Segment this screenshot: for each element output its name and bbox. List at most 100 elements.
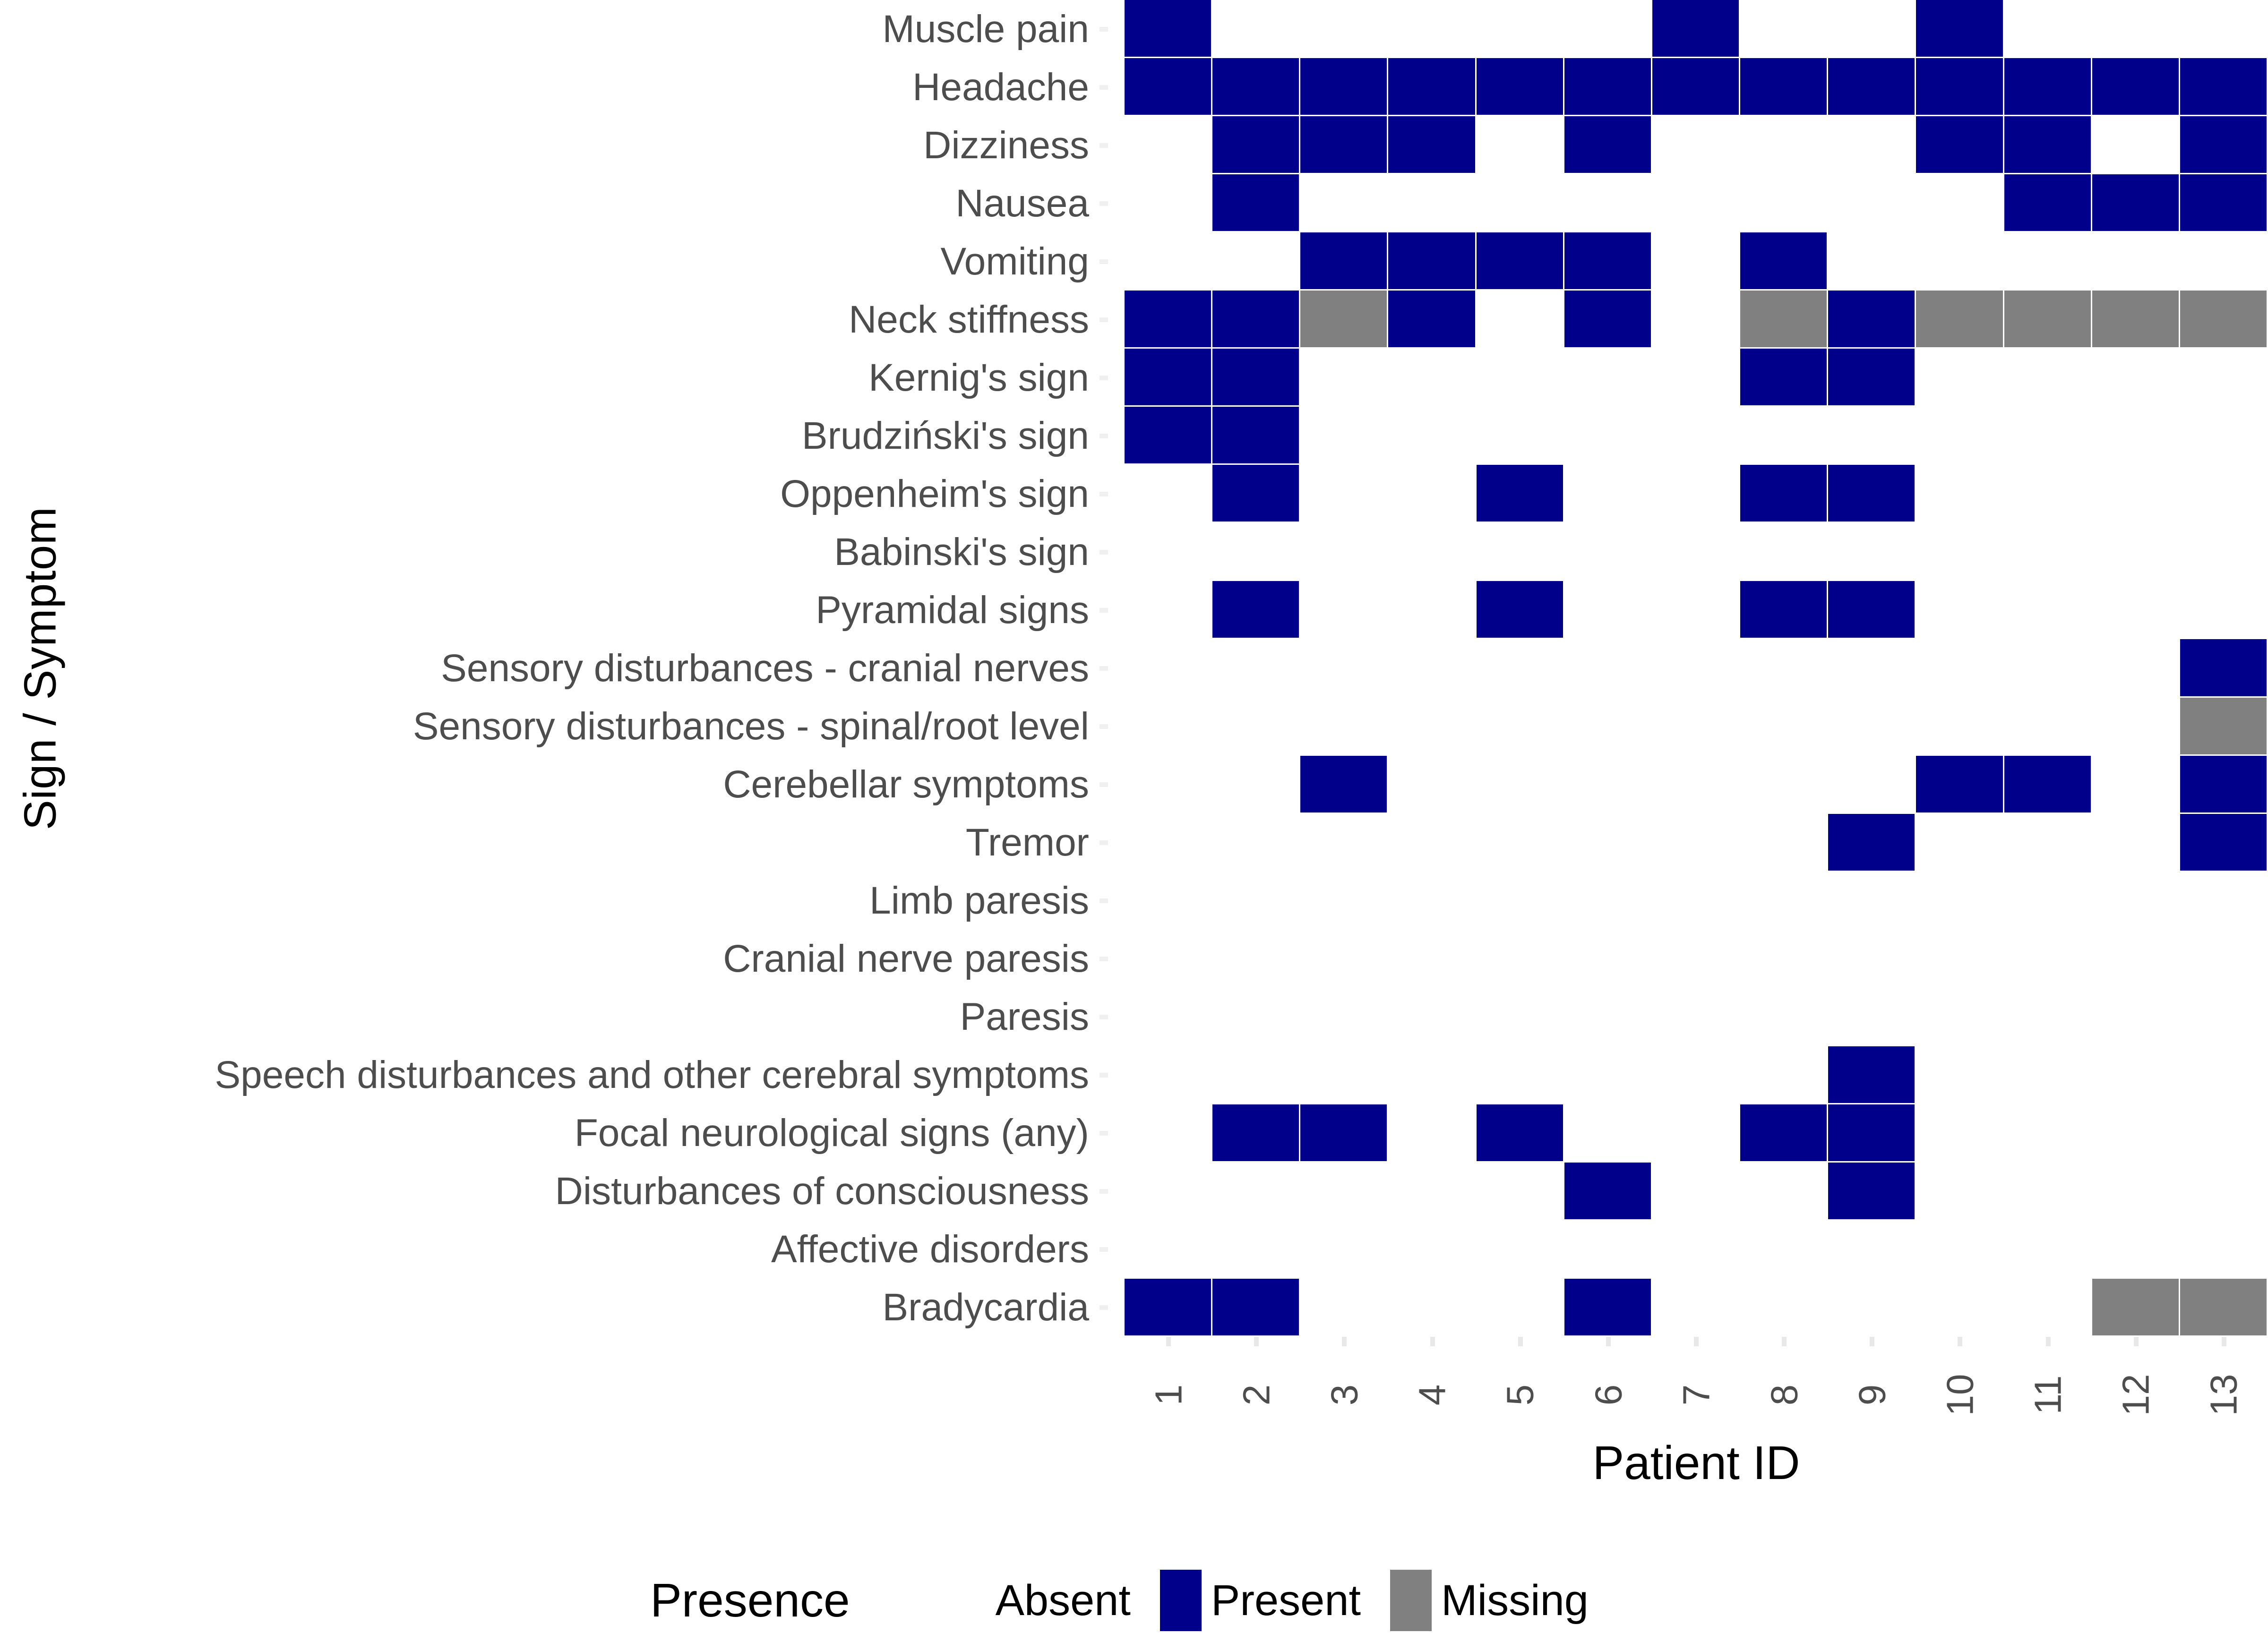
heatmap-cell (1652, 116, 1741, 175)
heatmap-cell (2004, 813, 2092, 872)
heatmap-cell (1564, 581, 1652, 640)
heatmap-cell (2180, 581, 2268, 640)
heatmap-cell (2004, 639, 2092, 698)
heatmap-cell (1828, 523, 1916, 582)
y-axis-tick-mark (1100, 259, 1108, 264)
heatmap-cell (1916, 1046, 2004, 1104)
heatmap-cell (2004, 174, 2092, 233)
heatmap-cell (1652, 581, 1741, 640)
heatmap-cell (2004, 697, 2092, 756)
heatmap-cell (1300, 1278, 1389, 1337)
heatmap-cell (1388, 930, 1477, 988)
heatmap-cell (1300, 174, 1389, 233)
heatmap-cell (1740, 291, 1829, 349)
x-axis-tick-label: 13 (2202, 1374, 2245, 1416)
heatmap-cell (1476, 291, 1564, 349)
heatmap-cell (1564, 349, 1652, 407)
y-axis-tick-mark (1100, 1247, 1108, 1252)
heatmap-cell (2004, 232, 2092, 291)
heatmap-cell (2004, 523, 2092, 582)
heatmap-cell (1564, 813, 1652, 872)
heatmap-cell (1476, 988, 1564, 1046)
heatmap-cell (1388, 1162, 1477, 1221)
heatmap-cell (1388, 581, 1477, 640)
heatmap-cell (1740, 1278, 1829, 1337)
heatmap-cell (1916, 872, 2004, 930)
heatmap-cell (2092, 988, 2180, 1046)
heatmap-cell (1652, 291, 1741, 349)
x-axis-tick-label: 1 (1147, 1384, 1190, 1406)
heatmap-cell (1828, 407, 1916, 465)
y-axis-tick-mark (1100, 782, 1108, 787)
heatmap-cell (1300, 116, 1389, 175)
y-axis-tick-mark (1100, 1015, 1108, 1020)
heatmap-cell (1564, 407, 1652, 465)
heatmap-cell (2004, 291, 2092, 349)
heatmap-cell (1916, 174, 2004, 233)
y-axis-tick-label: Oppenheim's sign (780, 472, 1089, 515)
heatmap-panel (1125, 0, 2268, 1337)
heatmap-cell (1564, 755, 1652, 814)
heatmap-cell (2004, 1278, 2092, 1337)
heatmap-cell (1300, 523, 1389, 582)
heatmap-cell (1125, 697, 1213, 756)
heatmap-cell (2180, 523, 2268, 582)
y-axis-tick-mark (1100, 143, 1108, 148)
heatmap-cell (1828, 639, 1916, 698)
heatmap-cell (1740, 755, 1829, 814)
heatmap-cell (1125, 1278, 1213, 1337)
heatmap-cell (2004, 349, 2092, 407)
heatmap-cell (1476, 1220, 1564, 1279)
heatmap-cell (1388, 291, 1477, 349)
y-axis-tick-label: Cranial nerve paresis (723, 937, 1089, 981)
heatmap-cell (1652, 407, 1741, 465)
y-axis-tick-label: Kernig's sign (868, 356, 1089, 399)
heatmap-cell (2092, 930, 2180, 988)
heatmap-cell (1564, 1046, 1652, 1104)
heatmap-cell (1476, 232, 1564, 291)
heatmap-cell (2092, 232, 2180, 291)
heatmap-cell (1740, 523, 1829, 582)
heatmap-cell (1212, 116, 1301, 175)
heatmap-cell (2004, 1104, 2092, 1163)
heatmap-cell (1828, 291, 1916, 349)
heatmap-cell (1212, 232, 1301, 291)
heatmap-cell (1740, 581, 1829, 640)
y-axis-tick-label: Bradycardia (882, 1286, 1089, 1329)
heatmap-cell (1476, 930, 1564, 988)
x-axis-tick-mark (2045, 1337, 2051, 1346)
x-axis-tick-mark (1254, 1337, 1259, 1346)
heatmap-cell (1476, 523, 1564, 582)
heatmap-cell (2092, 523, 2180, 582)
y-axis-title-text: Sign / Symptom (15, 506, 66, 830)
heatmap-cell (1300, 988, 1389, 1046)
y-axis-tick-label: Sensory disturbances - spinal/root level (412, 705, 1089, 748)
heatmap-cell (1740, 116, 1829, 175)
x-axis-tick-label: 11 (2027, 1375, 2069, 1415)
legend-entry: Absent (944, 1570, 1147, 1631)
heatmap-cell (1212, 0, 1301, 59)
x-axis-tick-label: 4 (1411, 1384, 1453, 1406)
heatmap-cell (2004, 407, 2092, 465)
heatmap-cell (1828, 1046, 1916, 1104)
heatmap-cell (1828, 1104, 1916, 1163)
heatmap-cell (2004, 581, 2092, 640)
y-axis-tick-mark (1100, 317, 1108, 322)
x-axis-tick-label: 12 (2114, 1374, 2157, 1416)
heatmap-cell (2180, 988, 2268, 1046)
heatmap-cell (1652, 697, 1741, 756)
heatmap-cell (1125, 1220, 1213, 1279)
heatmap-cell (2092, 1104, 2180, 1163)
heatmap-cell (1564, 988, 1652, 1046)
heatmap-cell (2092, 697, 2180, 756)
heatmap-cell (1212, 58, 1301, 117)
y-axis-tick-mark (1100, 1073, 1108, 1078)
heatmap-cell (1388, 116, 1477, 175)
heatmap-cell (2004, 1162, 2092, 1221)
heatmap-cell (1828, 58, 1916, 117)
heatmap-cell (1212, 697, 1301, 756)
y-axis-tick-mark (1100, 375, 1108, 380)
heatmap-cell (1388, 232, 1477, 291)
heatmap-cell (1916, 1220, 2004, 1279)
y-axis-tick-mark (1100, 201, 1108, 206)
